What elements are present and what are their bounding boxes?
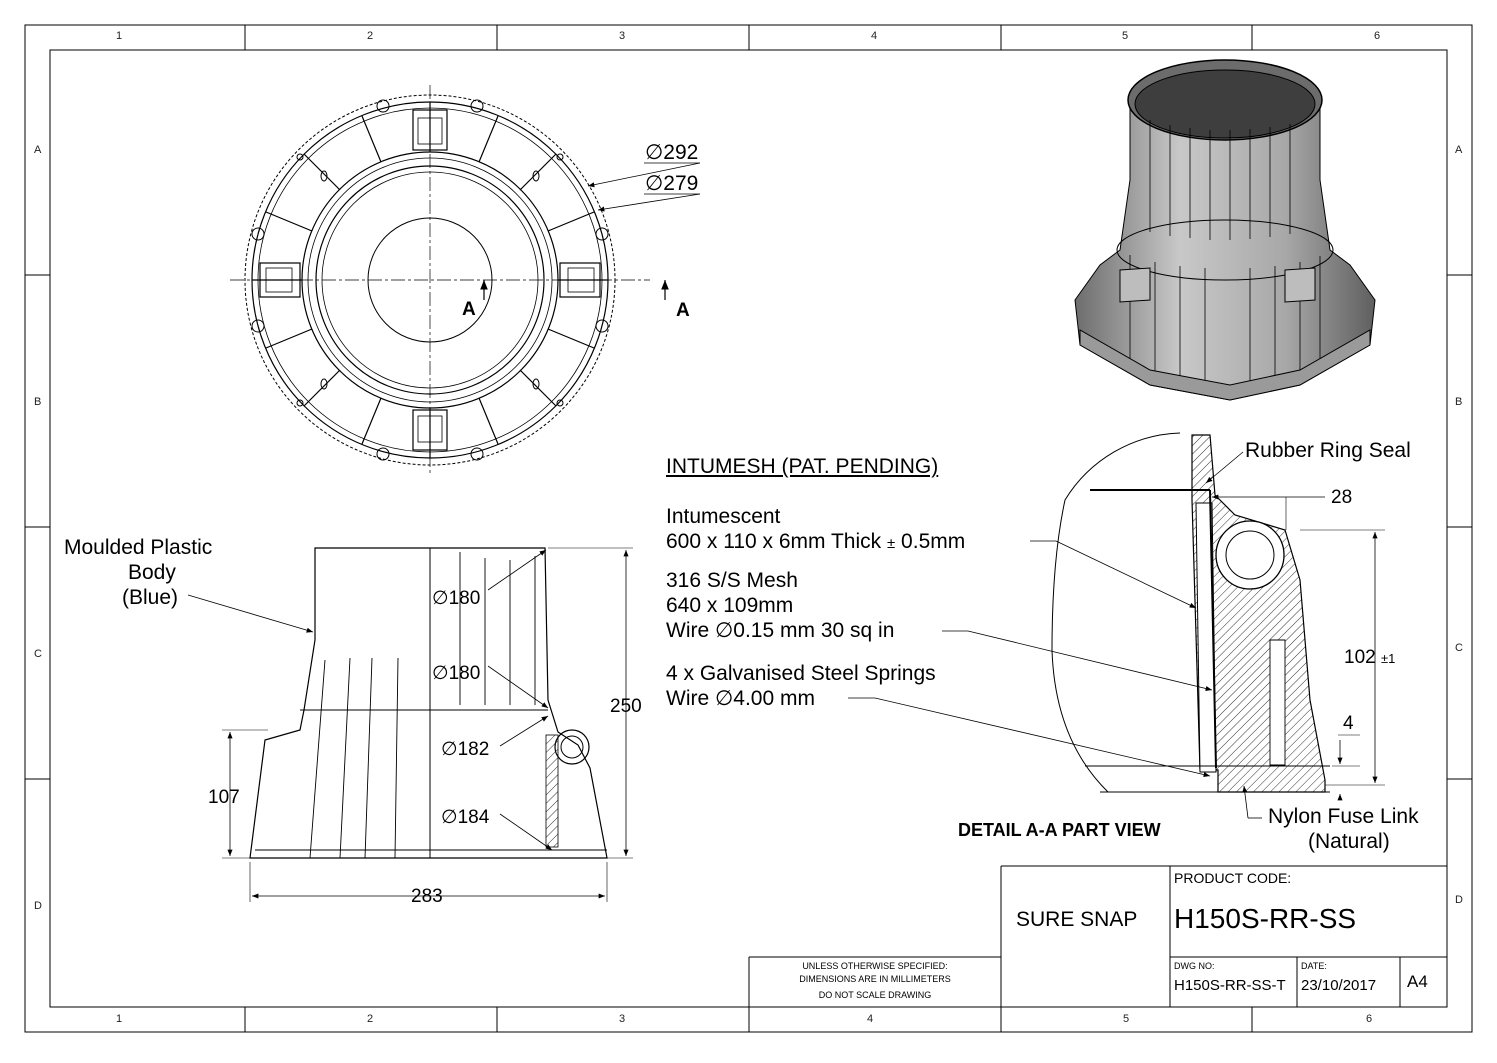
note-text: 0.5mm <box>895 530 966 553</box>
diameter-symbol: ∅ <box>441 739 458 760</box>
note-springs-line2: Wire ∅4.00 mm <box>666 688 815 709</box>
dim-value: 182 <box>457 739 490 760</box>
zone-top-2: 2 <box>367 30 374 42</box>
callout-body-line2: Body <box>128 561 176 584</box>
dim-value: 184 <box>457 807 490 828</box>
zone-left-b: B <box>34 396 42 408</box>
zone-top-3: 3 <box>619 30 626 42</box>
date-value: 23/10/2017 <box>1301 977 1377 994</box>
dim-value: 279 <box>663 172 699 195</box>
diameter-symbol: ∅ <box>432 588 449 609</box>
zone-bottom-5: 5 <box>1123 1013 1130 1025</box>
section-letter-left: A <box>462 299 476 320</box>
zone-left-a: A <box>34 144 42 156</box>
title-block <box>748 865 1447 1007</box>
dwg-no: H150S-RR-SS-T <box>1174 977 1286 994</box>
notes-unless: UNLESS OTHERWISE SPECIFIED: <box>802 961 948 971</box>
dim-dia-279: ∅279 <box>645 173 698 194</box>
note-mesh-line1: 316 S/S Mesh <box>666 569 798 592</box>
callout-rubber-ring: Rubber Ring Seal <box>1245 439 1411 462</box>
dim-height-250: 250 <box>610 696 642 717</box>
zone-right-c: C <box>1455 642 1463 654</box>
zone-top-6: 6 <box>1374 30 1381 42</box>
note-text: 0.15 mm 30 sq in <box>733 619 895 642</box>
diameter-symbol: ∅ <box>645 141 664 164</box>
zone-right-b: B <box>1455 396 1463 408</box>
dwg-no-label: DWG NO: <box>1174 961 1215 971</box>
dim-dia-292: ∅292 <box>645 142 698 163</box>
zone-top-4: 4 <box>871 30 878 42</box>
section-letter-right: A <box>676 300 690 321</box>
note-intumescent-line1: Intumescent <box>666 505 781 528</box>
notes-title: INTUMESH (PAT. PENDING) <box>666 455 939 478</box>
dim-4: 4 <box>1343 713 1354 734</box>
tolerance-symbol: ± <box>886 535 896 552</box>
zone-bottom-3: 3 <box>619 1013 626 1025</box>
zone-left-d: D <box>34 900 42 912</box>
notes-do-not-scale: DO NOT SCALE DRAWING <box>818 990 932 1000</box>
dim-dia-182: ∅182 <box>441 740 489 759</box>
zone-ticks <box>25 25 1472 1032</box>
dim-value: 180 <box>448 588 481 609</box>
zone-left-c: C <box>34 648 42 660</box>
zone-right-d: D <box>1455 894 1463 906</box>
front-view <box>187 547 633 902</box>
diameter-symbol: ∅ <box>715 687 734 710</box>
dim-28: 28 <box>1331 487 1353 508</box>
callout-body-line3: (Blue) <box>122 586 179 609</box>
callout-nylon-line2: (Natural) <box>1308 830 1390 853</box>
dim-value: 180 <box>448 663 481 684</box>
dim-102: 102 ±1 <box>1344 648 1395 667</box>
zone-bottom-2: 2 <box>367 1013 374 1025</box>
dim-height-107: 107 <box>208 787 240 808</box>
diameter-symbol: ∅ <box>715 619 734 642</box>
zone-right-a: A <box>1455 144 1463 156</box>
dim-dia-180-top: ∅180 <box>432 589 480 608</box>
zone-bottom-4: 4 <box>867 1013 874 1025</box>
dim-width-283: 283 <box>411 886 443 907</box>
dim-value: 102 <box>1344 647 1376 668</box>
detail-caption: DETAIL A-A PART VIEW <box>958 820 1161 840</box>
diameter-symbol: ∅ <box>432 663 449 684</box>
callout-nylon-line1: Nylon Fuse Link <box>1268 805 1419 828</box>
dim-value: 292 <box>663 141 699 164</box>
product-code: H150S-RR-SS <box>1174 903 1357 934</box>
diameter-symbol: ∅ <box>441 807 458 828</box>
zone-bottom-1: 1 <box>116 1013 123 1025</box>
note-mesh-line2: 640 x 109mm <box>666 594 794 617</box>
note-mesh-line3: Wire ∅0.15 mm 30 sq in <box>666 620 894 641</box>
diameter-symbol: ∅ <box>645 172 664 195</box>
product-code-label: PRODUCT CODE: <box>1174 870 1292 886</box>
detail-section <box>848 432 1385 819</box>
dim-dia-184: ∅184 <box>441 808 489 827</box>
note-text: 4.00 mm <box>733 687 815 710</box>
notes-dimensions: DIMENSIONS ARE IN MILLIMETERS <box>799 974 951 984</box>
note-text: Wire <box>666 687 715 710</box>
top-view <box>230 85 701 475</box>
note-text: Wire <box>666 619 715 642</box>
product-name: SURE SNAP <box>1016 908 1138 931</box>
tolerance: ±1 <box>1380 651 1396 666</box>
note-intumescent-line2: 600 x 110 x 6mm Thick ± 0.5mm <box>666 531 965 552</box>
sheet-size: A4 <box>1407 972 1428 991</box>
note-text: 600 x 110 x 6mm Thick <box>666 530 887 553</box>
zone-top-5: 5 <box>1122 30 1129 42</box>
zone-top-1: 1 <box>116 30 123 42</box>
callout-body-line1: Moulded Plastic <box>64 536 213 559</box>
isometric-view <box>1074 59 1376 401</box>
dim-dia-180-mid: ∅180 <box>432 664 480 683</box>
note-springs-line1: 4 x Galvanised Steel Springs <box>666 662 936 685</box>
date-label: DATE: <box>1301 961 1327 971</box>
zone-bottom-6: 6 <box>1366 1013 1373 1025</box>
